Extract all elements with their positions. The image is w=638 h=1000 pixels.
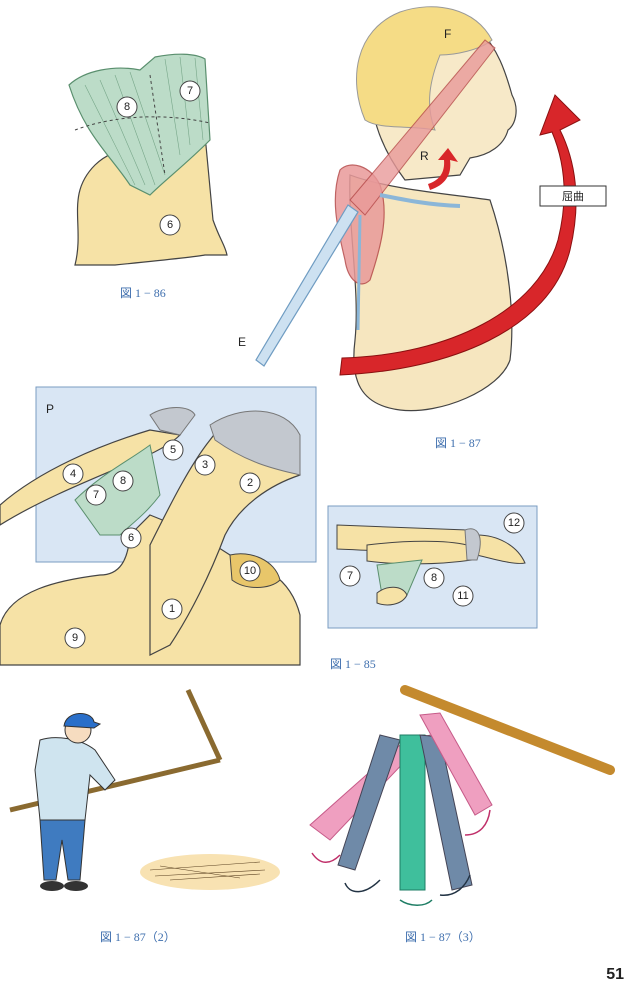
person-legs [39, 819, 86, 881]
label-12: 12 [508, 517, 520, 529]
figure-1-85: 12 7 8 11 [327, 505, 538, 629]
figure-1-86: 8 7 6 [68, 53, 228, 266]
label-10: 10 [244, 565, 256, 577]
label-circle-8 [116, 96, 138, 118]
figure-1-87-3 [309, 685, 615, 906]
disc [464, 528, 481, 561]
label-5: 5 [170, 444, 176, 456]
caption-fig-1-87-3: 図 1 − 87（3） [405, 930, 481, 944]
label-R: R [420, 149, 429, 163]
panel-number-labels: 5 3 4 8 7 2 6 10 1 9 [62, 439, 261, 649]
label-6: 6 [167, 219, 173, 231]
coracoid [376, 586, 408, 606]
cartilage-cap-2 [149, 407, 196, 436]
humerus-2 [356, 214, 362, 331]
label-11: 11 [457, 590, 468, 602]
label-2: 2 [247, 477, 253, 489]
label-F: F [444, 27, 451, 41]
flexion-arrow [339, 94, 581, 376]
shoe-right [64, 881, 88, 891]
stick [400, 685, 615, 775]
person-body [34, 737, 116, 821]
cap-icon [63, 713, 102, 729]
pendulum-green-center [399, 734, 426, 891]
label-8: 8 [120, 475, 126, 487]
flexion-label: 屈曲 [562, 190, 584, 203]
label-8: 8 [124, 101, 130, 113]
straw-lines [149, 861, 266, 881]
caption-fig-1-87-2: 図 1 − 87（2） [100, 930, 176, 944]
label-6: 6 [128, 532, 134, 544]
arrow-green [399, 899, 433, 906]
label-4: 4 [70, 468, 76, 480]
label-7: 7 [93, 489, 99, 501]
arrow-pink-right [464, 809, 491, 836]
caption-fig-1-87: 図 1 − 87 [435, 436, 481, 450]
pendulum-slate-left [337, 734, 401, 871]
torso [349, 174, 513, 412]
coracoid [0, 429, 182, 526]
shoe-left [40, 881, 64, 891]
humerus [255, 204, 359, 367]
figure-1-87-2 [9, 688, 280, 891]
arrow-pink-left [311, 852, 341, 863]
label-E: E [238, 335, 246, 349]
label-3: 3 [202, 459, 208, 471]
label-8: 8 [431, 572, 437, 584]
label-P: P [46, 402, 54, 416]
clavicle [379, 193, 461, 208]
label-7: 7 [187, 85, 193, 97]
rotation-arrow-r [428, 148, 458, 190]
scapula-spine-f [349, 39, 496, 216]
arrow-dark-right [439, 874, 471, 896]
pendulum-pink-right [419, 712, 493, 816]
straw-pile [140, 854, 280, 890]
label-7: 7 [347, 570, 353, 582]
flexion-label-box [539, 185, 607, 207]
label-circle-6 [159, 214, 181, 236]
stick-swing [185, 688, 223, 762]
page-number: 51 [606, 966, 624, 983]
caption-fig-1-86: 図 1 − 86 [120, 286, 166, 300]
bone-clavicle-end [476, 534, 526, 564]
figure-shoulder-panel: P 5 3 4 8 7 2 6 10 1 9 [0, 386, 317, 666]
label-circle-7 [179, 80, 201, 102]
cartilage-cap [209, 410, 301, 476]
figure-1-87: F R E 屈曲 [238, 6, 607, 412]
label-1: 1 [169, 603, 175, 615]
arrow-dark-left [344, 879, 381, 893]
label-9: 9 [72, 632, 78, 644]
caption-fig-1-85: 図 1 − 85 [330, 657, 376, 671]
